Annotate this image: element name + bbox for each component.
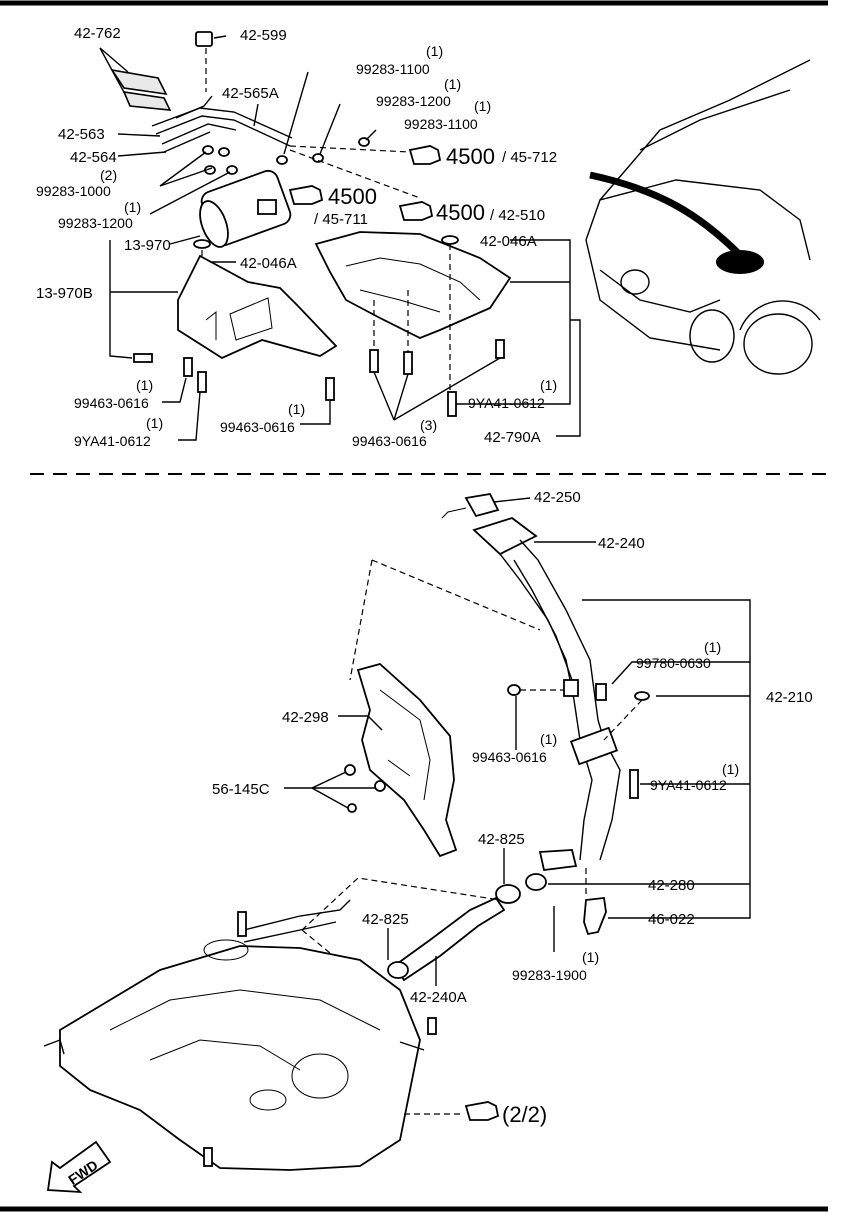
label-56-145c: 56-145C xyxy=(212,781,270,798)
label-99283-1900: 99283-1900 xyxy=(512,967,587,983)
part-labels: 42-762 42-599 42-565A 42-563 42-564 (1) … xyxy=(36,25,813,1127)
qty-99283-1200b: (1) xyxy=(124,199,141,215)
label-99283-1000: 99283-1000 xyxy=(36,183,111,199)
ref-4500-c: 4500 xyxy=(436,200,485,225)
label-42-563: 42-563 xyxy=(58,126,105,143)
ref-45-712: / 45-712 xyxy=(502,149,557,166)
label-99283-1100a: 99283-1100 xyxy=(356,61,430,77)
label-99283-1200b: 99283-1200 xyxy=(58,215,133,231)
qty-9ya41-0612a: (1) xyxy=(146,415,163,431)
label-42-240: 42-240 xyxy=(598,535,645,552)
qty-99463-0616a: (1) xyxy=(136,377,153,393)
label-99463-0616b: 99463-0616 xyxy=(220,419,295,435)
lower-leader-lines xyxy=(284,497,751,986)
pointing-hand-icon xyxy=(288,185,324,205)
label-99463-0616d: 99463-0616 xyxy=(472,749,547,765)
pointing-hand-icon xyxy=(398,201,434,221)
label-42-046a-left: 42-046A xyxy=(240,255,297,272)
qty-99283-1000: (2) xyxy=(100,167,117,183)
label-42-825-lower: 42-825 xyxy=(362,911,409,928)
label-42-564: 42-564 xyxy=(70,149,117,166)
label-99463-0616a: 99463-0616 xyxy=(74,395,149,411)
label-42-210: 42-210 xyxy=(766,689,813,706)
upper-leader-lines xyxy=(99,35,581,441)
pointing-hand-icon xyxy=(408,145,442,165)
label-42-599: 42-599 xyxy=(240,27,287,44)
label-9ya41-0612a: 9YA41-0612 xyxy=(74,433,151,449)
label-42-790a: 42-790A xyxy=(484,429,541,446)
label-42-825-upper: 42-825 xyxy=(478,831,525,848)
ref-42-510: / 42-510 xyxy=(490,207,545,224)
label-13-970: 13-970 xyxy=(124,237,171,254)
label-99780-0630: 99780-0630 xyxy=(636,655,711,671)
qty-9ya41-0612c: (1) xyxy=(722,761,739,777)
label-42-250: 42-250 xyxy=(534,489,581,506)
label-42-046a-right: 42-046A xyxy=(480,233,537,250)
fwd-arrow-icon: FWD xyxy=(46,1140,112,1194)
label-42-565a: 42-565A xyxy=(222,85,279,102)
label-13-970b: 13-970B xyxy=(36,285,93,302)
label-99283-1200a: 99283-1200 xyxy=(376,93,451,109)
label-42-280: 42-280 xyxy=(648,877,695,894)
label-99463-0616c: 99463-0616 xyxy=(352,433,427,449)
ref-4500-a: 4500 xyxy=(446,144,495,169)
qty-99780-0630: (1) xyxy=(704,639,721,655)
ref-4500-b: 4500 xyxy=(328,184,377,209)
label-42-240a: 42-240A xyxy=(410,989,467,1006)
lower-section-illustration xyxy=(43,493,650,1171)
qty-99283-1100b: (1) xyxy=(474,98,491,114)
qty-99283-1100a: (1) xyxy=(426,43,443,59)
qty-99463-0616d: (1) xyxy=(540,731,557,747)
label-46-022: 46-022 xyxy=(648,911,695,928)
qty-99463-0616b: (1) xyxy=(288,401,305,417)
label-9ya41-0612c: 9YA41-0612 xyxy=(650,777,727,793)
qty-99463-0616c: (3) xyxy=(420,417,437,433)
upper-section-illustration xyxy=(110,31,821,417)
qty-99283-1200a: (1) xyxy=(444,76,461,92)
qty-9ya41-0612b: (1) xyxy=(540,377,557,393)
label-42-298: 42-298 xyxy=(282,709,329,726)
qty-99283-1900: (1) xyxy=(582,949,599,965)
ref-2-2: (2/2) xyxy=(502,1102,547,1127)
label-42-762: 42-762 xyxy=(74,25,121,42)
pointing-hand-icon xyxy=(464,1101,500,1121)
label-9ya41-0612b: 9YA41-0612 xyxy=(468,395,545,411)
label-99283-1100b: 99283-1100 xyxy=(404,116,478,132)
ref-45-711: / 45-711 xyxy=(314,211,368,228)
